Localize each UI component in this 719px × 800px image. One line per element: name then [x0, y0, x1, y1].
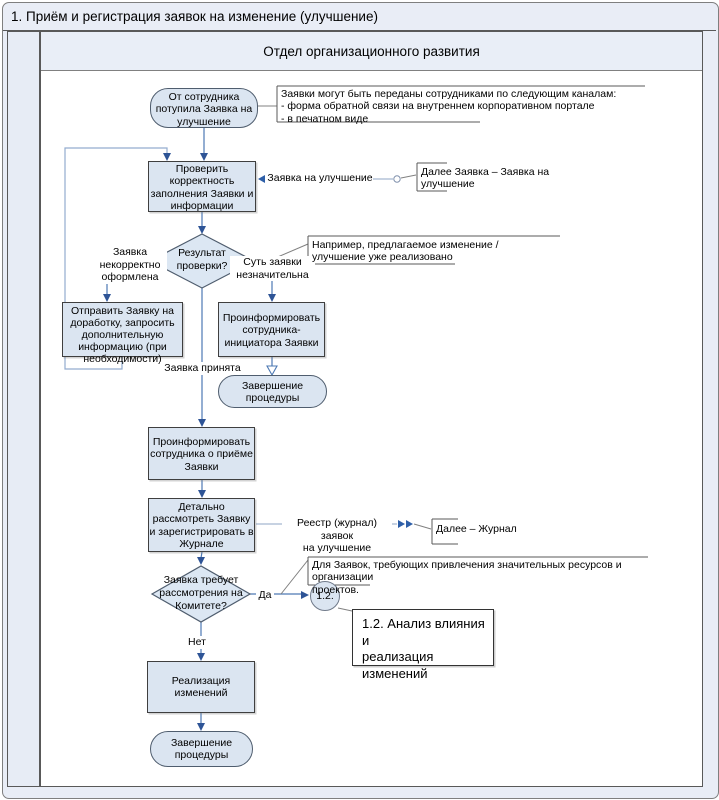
branch-label-incorrect: Заявка некорректно оформлена	[93, 246, 167, 284]
branch-label-accepted: Заявка принята	[160, 362, 245, 375]
decision1-label[interactable]: Результат проверки?	[176, 247, 228, 272]
annotation-brackets	[276, 85, 648, 586]
decision-diamonds	[148, 233, 256, 623]
open-arrowhead	[266, 365, 278, 377]
annotation-term-request: Далее Заявка – Заявка на улучшение	[421, 166, 550, 191]
subprocess-1-2-box[interactable]: 1.2. Анализ влияния и реализация изменен…	[352, 609, 494, 681]
branch-label-no: Нет	[185, 636, 209, 649]
annotation-term-journal: Далее – Журнал	[436, 523, 517, 535]
annotation-committee: Для Заявок, требующих привлечения значит…	[312, 559, 622, 596]
start-event-oval[interactable]: От сотрудника потупила Заявка на улучшен…	[150, 88, 258, 128]
send-for-rework-box[interactable]: Отправить Заявку на доработку, запросить…	[62, 302, 183, 365]
offpage-connector-1-2[interactable]: 1.2.	[310, 581, 340, 611]
branch-label-yes: Да	[256, 589, 274, 602]
inform-employee-box[interactable]: Проинформировать сотрудника о приёме Зая…	[148, 427, 255, 480]
annotation-example: Например, предлагаемое изменение / улучш…	[312, 239, 499, 264]
end-event-oval-1[interactable]: Завершение процедуры	[218, 375, 327, 408]
document-label-request: Заявка на улучшение	[267, 172, 373, 185]
register-in-journal-box[interactable]: Детально рассмотреть Заявку и зарегистри…	[148, 498, 255, 552]
diagram-title: 1. Приём и регистрация заявок на изменен…	[11, 9, 378, 24]
rework-loop-line	[64, 147, 168, 370]
diagram-title-bar: 1. Приём и регистрация заявок на изменен…	[3, 3, 716, 31]
end-event-oval-2[interactable]: Завершение процедуры	[150, 731, 253, 767]
implement-changes-box[interactable]: Реализация изменений	[147, 661, 255, 713]
document-label-register: Реестр (журнал) заявок на улучшение	[282, 517, 392, 555]
flow-lines	[106, 128, 301, 724]
inform-initiator-box[interactable]: Проинформировать сотрудника- инициатора …	[218, 302, 325, 357]
decision2-shape	[150, 565, 252, 623]
decision2-label[interactable]: Заявка требует рассмотрения на Комитете?	[159, 574, 243, 612]
swimlane-header: Отдел организационного развития	[41, 32, 702, 71]
flow-arrowheads	[103, 153, 309, 731]
swimlane-left-column	[7, 31, 40, 787]
check-request-box[interactable]: Проверить корректность заполнения Заявки…	[148, 161, 256, 212]
branch-label-minor: Суть заявки незначительна	[230, 256, 315, 281]
annotation-channels: Заявки могут быть переданы сотрудниками …	[281, 88, 617, 125]
